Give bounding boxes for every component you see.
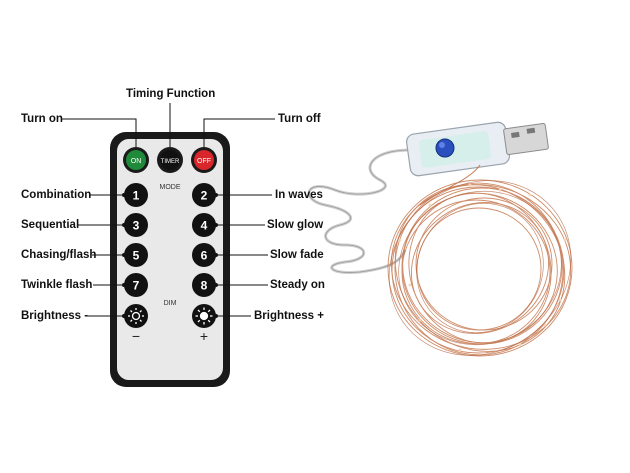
usb-plug bbox=[503, 122, 549, 156]
brightness-minus-label: Brightness - bbox=[21, 310, 89, 322]
mode-button-6-label: 6 bbox=[201, 249, 208, 263]
mode-button-5[interactable] bbox=[124, 243, 148, 267]
mode-button-4-label: 4 bbox=[201, 219, 208, 233]
mode-label: MODE bbox=[160, 184, 181, 191]
turn-off-label: Turn off bbox=[278, 113, 321, 125]
leader-turn-on bbox=[62, 118, 137, 147]
mode-button-6[interactable] bbox=[192, 243, 216, 267]
twinkle-flash-label: Twinkle flash bbox=[21, 279, 93, 291]
leader-lines bbox=[62, 103, 275, 317]
mode-button-7-label: 7 bbox=[133, 279, 140, 293]
minus-symbol: − bbox=[132, 328, 140, 344]
mode-button-3[interactable] bbox=[124, 213, 148, 237]
combination-label: Combination bbox=[21, 189, 92, 201]
brightness-plus-label: Brightness + bbox=[254, 310, 324, 322]
sun-large-icon bbox=[195, 307, 213, 325]
mode-buttons: 1 2 3 4 5 6 7 8 bbox=[124, 183, 216, 297]
leader-turn-off bbox=[203, 118, 275, 147]
usb-fairy-lights bbox=[307, 121, 573, 357]
dim-label: DIM bbox=[164, 300, 177, 307]
mode-button-8-label: 8 bbox=[201, 279, 208, 293]
chasing-flash-label: Chasing/flash bbox=[21, 249, 97, 261]
mode-button-8[interactable] bbox=[192, 273, 216, 297]
timing-function-label: Timing Function bbox=[126, 88, 216, 100]
sequential-label: Sequential bbox=[21, 219, 80, 231]
mode-button-1-label: 1 bbox=[133, 189, 140, 203]
timer-button-label: TIMER bbox=[161, 159, 180, 165]
slow-glow-label: Slow glow bbox=[267, 219, 324, 231]
usb-cable bbox=[307, 148, 411, 275]
mode-button-1[interactable] bbox=[124, 183, 148, 207]
off-button-label: OFF bbox=[197, 158, 211, 165]
sun-small-icon bbox=[128, 308, 144, 324]
mode-button-4[interactable] bbox=[192, 213, 216, 237]
mode-button-3-label: 3 bbox=[133, 219, 140, 233]
usb-push-button[interactable] bbox=[435, 138, 455, 158]
slow-fade-label: Slow fade bbox=[270, 249, 324, 261]
usb-circuit-board bbox=[418, 131, 492, 168]
mode-button-5-label: 5 bbox=[133, 249, 140, 263]
plus-symbol: + bbox=[200, 328, 208, 344]
off-button[interactable] bbox=[194, 150, 214, 170]
mode-button-7[interactable] bbox=[124, 273, 148, 297]
leader-dots bbox=[122, 193, 218, 318]
remote-control: ON TIMER OFF MODE 1 2 3 4 5 6 7 8 DIM bbox=[110, 132, 230, 387]
on-button-label: ON bbox=[131, 158, 142, 165]
steady-on-label: Steady on bbox=[270, 279, 325, 291]
led-beads bbox=[398, 183, 567, 352]
turn-on-label: Turn on bbox=[21, 113, 63, 125]
in-waves-label: In waves bbox=[275, 189, 323, 201]
timer-button[interactable] bbox=[160, 150, 180, 170]
brightness-minus-button[interactable] bbox=[124, 304, 148, 328]
on-button[interactable] bbox=[126, 150, 146, 170]
copper-wire-coil bbox=[387, 179, 573, 357]
usb-cable-edge bbox=[308, 149, 411, 273]
mode-button-2-label: 2 bbox=[201, 189, 208, 203]
mode-button-2[interactable] bbox=[192, 183, 216, 207]
